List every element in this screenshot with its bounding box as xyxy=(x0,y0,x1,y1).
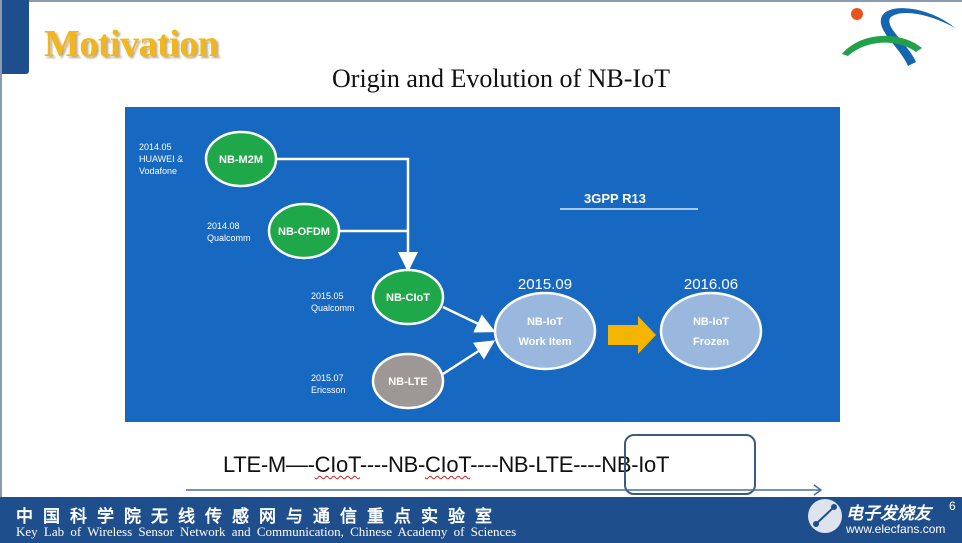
proposal-nb-ciot: NB-CIoT 2015.05 Qualcomm xyxy=(311,268,445,326)
left-border xyxy=(0,0,2,500)
sequence-part: LTE-M xyxy=(223,452,286,477)
lab-name-english: Key Lab of Wireless Sensor Network and C… xyxy=(16,524,517,539)
top-border xyxy=(0,0,962,2)
milestone-line2: Frozen xyxy=(693,336,729,348)
proposal-nb-m2m: NB-M2M 2014.05 HUAWEI & Vodafone xyxy=(139,130,278,188)
proposal-date: 2014.05 xyxy=(139,142,172,152)
nb-iot-highlight-box xyxy=(624,434,756,495)
watermark-text: 电子发烧友 xyxy=(846,504,931,523)
milestone-date: 2016.06 xyxy=(684,276,738,293)
proposal-org: Qualcomm xyxy=(311,303,355,313)
sequence-part: —- xyxy=(285,452,315,477)
timeline-arrow xyxy=(186,484,823,496)
milestone-frozen: 2016.06 NB-IoT Frozen xyxy=(659,276,763,371)
slide-subtitle: Origin and Evolution of NB-IoT xyxy=(332,64,670,93)
proposal-org: Ericsson xyxy=(311,385,346,395)
slide-heading: Motivation xyxy=(44,23,219,65)
milestone-line1: NB-IoT xyxy=(693,316,729,328)
release-label: 3GPP R13 xyxy=(584,191,646,206)
sequence-part: ----NB-LTE----NB-IoT xyxy=(470,452,670,477)
milestone-line2: Work Item xyxy=(519,336,572,348)
elecfans-logo-icon xyxy=(808,499,842,533)
proposal-name: NB-OFDM xyxy=(278,226,330,238)
lab-name-chinese: 中国科学院无线传感网与通信重点实验室 xyxy=(16,507,502,527)
proposal-date: 2015.05 xyxy=(311,291,344,301)
proposal-name: NB-LTE xyxy=(388,376,428,388)
proposal-nb-ofdm: NB-OFDM 2014.08 Qualcomm xyxy=(207,202,341,260)
title-accent-block xyxy=(2,0,29,74)
proposal-date: 2014.08 xyxy=(207,221,240,231)
proposal-org: HUAWEI & xyxy=(139,154,183,164)
evolution-diagram: 3GPP R13 NB-M2M 2014.05 HUAWEI & Vodafon… xyxy=(125,107,840,422)
proposal-name: NB-CIoT xyxy=(386,292,430,304)
sequence-part: CIoT xyxy=(314,452,361,477)
milestone-work-item: 2015.09 NB-IoT Work Item xyxy=(493,276,597,371)
yellow-arrow-icon xyxy=(608,316,656,354)
proposal-date: 2015.07 xyxy=(311,373,344,383)
sequence-part: ----NB- xyxy=(359,452,425,477)
milestone-date: 2015.09 xyxy=(518,276,572,293)
merge-connector xyxy=(277,157,496,376)
watermark-url: www.elecfans.com xyxy=(846,522,946,536)
institute-logo-icon xyxy=(842,8,955,66)
page-number: 6 xyxy=(949,499,956,513)
proposal-org: Qualcomm xyxy=(207,233,251,243)
sequence-part: CIoT xyxy=(424,452,471,477)
evolution-sequence: LTE-M—-CIoT----NB-CIoT----NB-LTE----NB-I… xyxy=(223,452,669,478)
proposal-name: NB-M2M xyxy=(219,154,263,166)
proposal-nb-lte: NB-LTE 2015.07 Ericsson xyxy=(311,352,445,410)
proposal-org: Vodafone xyxy=(139,166,177,176)
milestone-line1: NB-IoT xyxy=(527,316,563,328)
footer-bar xyxy=(0,497,962,543)
